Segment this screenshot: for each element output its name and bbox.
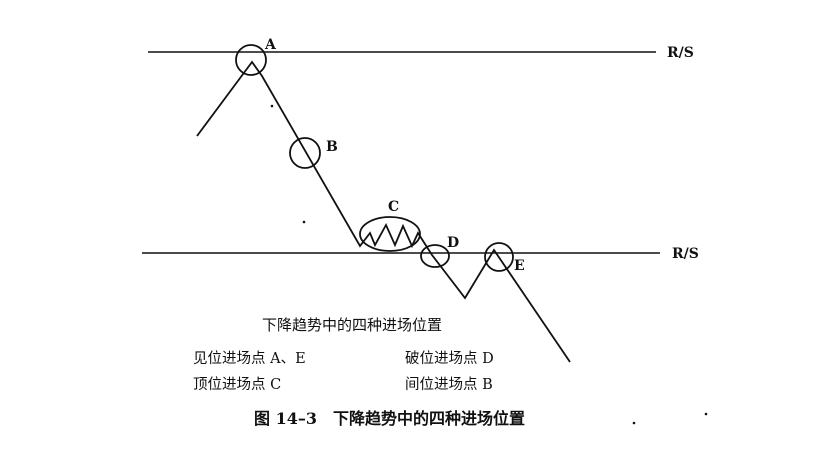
marker-c-ellipse (359, 216, 421, 252)
legend-item-3: 顶位进场点 C (193, 376, 281, 393)
diagram-caption: 下降趋势中的四种进场位置 (262, 316, 442, 334)
marker-b-circle (289, 137, 321, 169)
dot (270, 104, 274, 108)
legend-item-1: 见位进场点 A、E (193, 350, 306, 367)
marker-a-circle (235, 44, 267, 76)
point-label-c: C (388, 199, 399, 215)
dot (632, 421, 636, 425)
point-label-b: B (326, 139, 338, 155)
resistance-line-label: R/S (667, 45, 694, 61)
dot (704, 412, 708, 416)
legend-item-2: 破位进场点 D (405, 350, 494, 367)
point-label-d: D (447, 235, 459, 251)
marker-d-ellipse (420, 244, 450, 268)
point-label-e: E (514, 258, 525, 274)
dot (302, 220, 306, 224)
support-line-label: R/S (672, 246, 699, 262)
marker-e-circle (484, 242, 514, 272)
point-label-a: A (264, 37, 277, 53)
price-path (196, 60, 571, 363)
legend-item-4: 间位进场点 B (405, 376, 493, 393)
figure-title: 图 14–3 下降趋势中的四种进场位置 (254, 409, 525, 428)
